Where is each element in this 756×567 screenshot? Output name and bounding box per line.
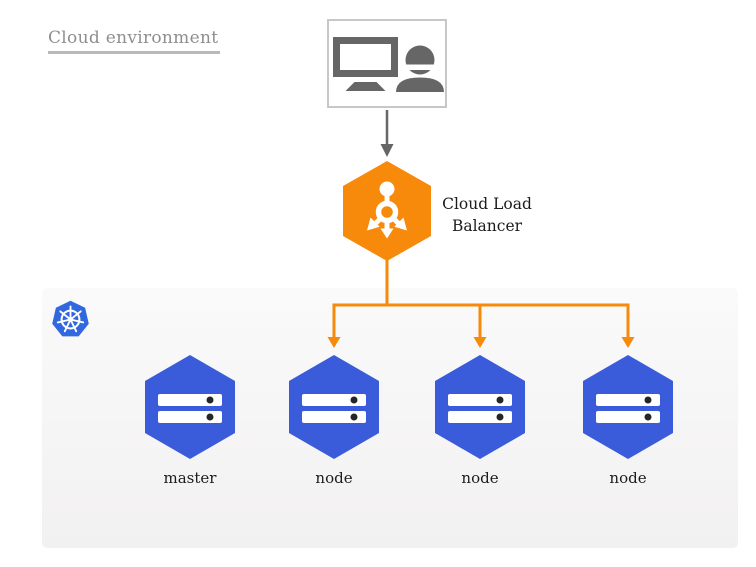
page-title: Cloud environment xyxy=(48,28,221,54)
server-icon xyxy=(145,355,235,459)
load-balancer-label: Cloud Load Balancer xyxy=(442,195,532,235)
cluster-node-master-hexagon xyxy=(145,355,235,459)
cluster-node-hexagon xyxy=(435,355,525,459)
load-balancer-hexagon xyxy=(343,161,431,261)
node-label: master xyxy=(163,469,217,487)
load-balancer-icon xyxy=(343,161,431,261)
server-icon xyxy=(435,355,525,459)
cluster-node-hexagon xyxy=(289,355,379,459)
arrow-down-icon xyxy=(380,110,394,157)
workstation-user-icon xyxy=(333,37,444,92)
monitor-icon xyxy=(333,37,398,91)
person-icon xyxy=(396,45,444,92)
node-label: node xyxy=(609,469,647,487)
server-icon xyxy=(583,355,673,459)
node-label: node xyxy=(315,469,353,487)
client-box xyxy=(327,19,447,108)
node-label: node xyxy=(461,469,499,487)
cluster-node-hexagon xyxy=(583,355,673,459)
server-icon xyxy=(289,355,379,459)
kubernetes-logo-icon xyxy=(52,300,89,337)
